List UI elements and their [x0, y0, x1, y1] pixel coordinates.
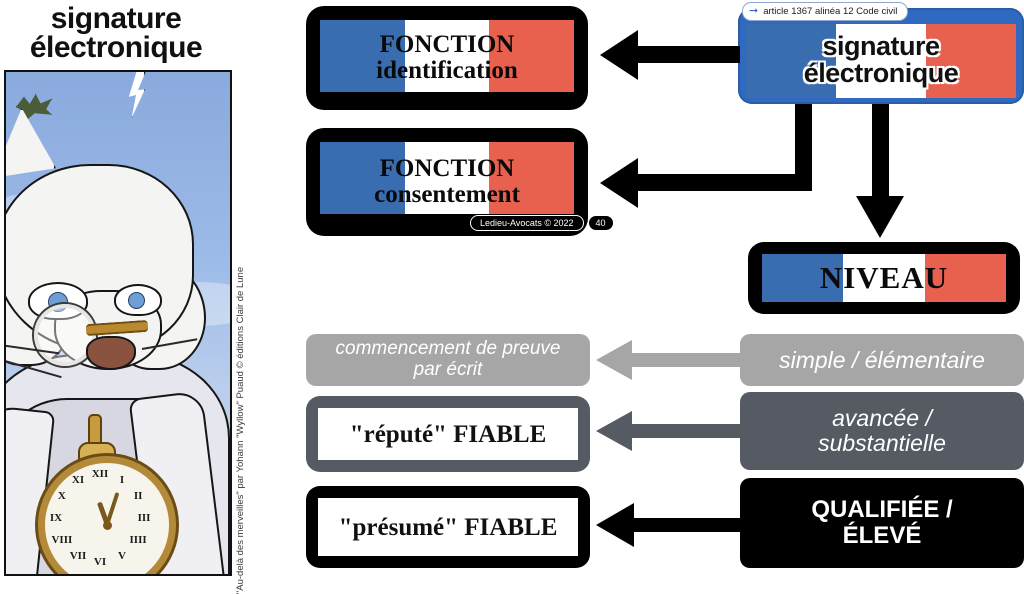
signature-electronique-source-box[interactable]: signature électronique: [738, 8, 1024, 104]
effect-commencement-label: commencement de preuve par écrit: [336, 339, 561, 380]
niveau-box[interactable]: NIVEAU: [748, 242, 1020, 314]
level-qualifiee-label: QUALIFIÉE / ÉLEVÉ: [811, 497, 952, 549]
arrow-level-avancee-head: [596, 411, 632, 451]
monocle-icon: [34, 304, 96, 366]
level-avancee-box[interactable]: avancée / substantielle: [740, 392, 1024, 470]
level-qualifiee-line2: ÉLEVÉ: [842, 522, 922, 549]
arrow-to-consentement-vertical: [795, 104, 812, 182]
arrow-level-simple-head: [596, 340, 632, 380]
legal-citation-text: article 1367 alinéa 12 Code civil: [763, 6, 898, 17]
effect-repute-fiable-label: "réputé" FIABLE: [318, 408, 578, 460]
arrow-to-consentement-head: [600, 158, 638, 208]
watch-numeral: III: [137, 512, 151, 524]
effect-commencement-preuve-box[interactable]: commencement de preuve par écrit: [306, 334, 590, 386]
credit-strip: "Au-delà des merveilles" par Yohann "Wyl…: [232, 0, 250, 594]
flag-white-band: [404, 142, 490, 214]
watch-numeral: XI: [71, 473, 85, 486]
level-qualifiee-line1: QUALIFIÉE /: [811, 496, 953, 524]
footer-credit: Ledieu-Avocats © 2022 40: [470, 215, 614, 231]
illustration-panel: signature électronique: [0, 0, 232, 576]
illustration-title: signature électronique: [0, 0, 232, 66]
fonction-identification-box[interactable]: FONCTION identification: [306, 6, 588, 110]
watch-numeral: I: [119, 473, 125, 486]
watch-numeral: V: [118, 550, 126, 563]
cat-iris-right: [128, 292, 145, 309]
illustration-title-line1: signature: [50, 1, 182, 35]
french-flag: [762, 254, 1006, 302]
right-arrow-icon: ➞: [749, 5, 759, 17]
flag-red-band: [489, 142, 574, 214]
watch-numeral: VII: [69, 550, 87, 563]
level-simple-label: simple / élémentaire: [779, 346, 985, 373]
watch-numeral: II: [133, 490, 143, 502]
flag-white-band: [404, 20, 490, 92]
arrow-to-niveau-shaft: [872, 104, 889, 204]
watch-numeral: VIII: [51, 534, 73, 546]
source-box-line1: signature: [822, 31, 940, 61]
arrow-to-consentement-shaft: [636, 174, 812, 191]
source-box-label: signature électronique: [738, 22, 1024, 98]
flag-red-band: [489, 20, 574, 92]
flag-blue-band: [746, 24, 836, 98]
flag-blue-band: [320, 142, 405, 214]
french-flag: [746, 24, 1016, 98]
french-flag: [320, 142, 574, 214]
illustration-title-line2: électronique: [29, 31, 203, 64]
effect-commencement-line1: commencement de preuve: [335, 338, 561, 360]
level-simple-box[interactable]: simple / élémentaire: [740, 334, 1024, 386]
flag-blue-band: [320, 20, 405, 92]
arrow-level-qualifiee-shaft: [632, 518, 746, 532]
effect-commencement-line2: par écrit: [413, 359, 483, 380]
level-avancee-line1: avancée /: [832, 405, 932, 432]
flag-blue-band: [762, 254, 844, 302]
flag-white-band: [843, 254, 925, 302]
effect-repute-fiable-box[interactable]: "réputé" FIABLE: [306, 396, 590, 472]
effect-presume-fiable-box[interactable]: "présumé" FIABLE: [306, 486, 590, 568]
level-qualifiee-box[interactable]: QUALIFIÉE / ÉLEVÉ: [740, 478, 1024, 568]
watch-numeral: X: [57, 490, 66, 502]
watch-pin: [103, 521, 112, 530]
cat-nose: [86, 336, 136, 370]
watch-numeral: IX: [49, 512, 63, 524]
flag-red-band: [924, 254, 1006, 302]
flag-red-band: [926, 24, 1016, 98]
cat-ear-left: [6, 108, 56, 178]
level-avancee-label: avancée / substantielle: [818, 406, 946, 456]
watch-numeral: VI: [93, 556, 107, 568]
arrow-level-qualifiee-head: [596, 503, 634, 547]
legal-citation-badge[interactable]: ➞ article 1367 alinéa 12 Code civil: [742, 2, 909, 21]
level-avancee-line2: substantielle: [818, 430, 946, 456]
arrow-to-niveau-head: [856, 196, 904, 238]
arrow-to-identification-head: [600, 30, 638, 80]
effect-presume-fiable-label: "présumé" FIABLE: [318, 498, 578, 556]
watch-numeral: XII: [91, 468, 109, 480]
arrow-to-identification-shaft: [636, 46, 740, 63]
flag-white-band: [836, 24, 926, 98]
arrow-level-avancee-shaft: [632, 424, 746, 438]
arrow-level-simple-shaft: [632, 353, 746, 367]
french-flag: [320, 20, 574, 92]
page-number-pill: 40: [587, 215, 614, 231]
source-box-line2: électronique: [803, 58, 959, 88]
credit-text: "Au-delà des merveilles" par Yohann "Wyl…: [235, 266, 247, 594]
watch-numeral: IIII: [129, 534, 147, 546]
copyright-pill: Ledieu-Avocats © 2022: [470, 215, 584, 231]
